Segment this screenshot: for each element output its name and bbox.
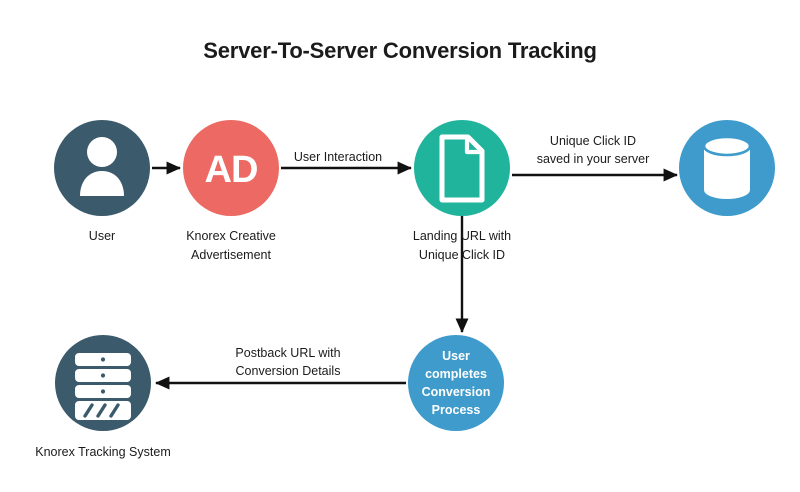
node-ad-circle[interactable] — [183, 120, 279, 216]
node-conversion-circle[interactable] — [408, 335, 504, 431]
page-title: Server-To-Server Conversion Tracking — [203, 38, 596, 63]
node-conversion-label-line4: Process — [432, 403, 481, 417]
edge-label-unique-click-id-line1: Unique Click ID — [550, 134, 636, 148]
node-conversion-label-line2: completes — [425, 367, 487, 381]
edge-conversion-to-tracking: Postback URL with Conversion Details — [155, 346, 406, 390]
edge-label-user-interaction: User Interaction — [294, 150, 382, 164]
person-icon — [80, 137, 124, 196]
edge-label-postback-line2: Conversion Details — [236, 364, 341, 378]
node-user[interactable]: User — [54, 120, 150, 243]
server-rack-icon — [75, 353, 131, 420]
edge-ad-to-landing: User Interaction — [281, 150, 412, 175]
node-ad-label-line2: Advertisement — [191, 248, 271, 262]
node-user-completes-conversion[interactable]: User completes Conversion Process — [408, 335, 504, 431]
node-landing-url-circle[interactable] — [414, 120, 510, 216]
node-conversion-label-line1: User — [442, 349, 470, 363]
node-ad[interactable]: AD Knorex Creative Advertisement — [183, 120, 279, 262]
edge-label-unique-click-id-line2: saved in your server — [537, 152, 650, 166]
ad-badge-icon: AD — [205, 149, 258, 191]
database-icon — [702, 135, 752, 199]
node-user-circle[interactable] — [54, 120, 150, 216]
document-icon — [439, 134, 485, 203]
edge-landing-to-server: Unique Click ID saved in your server — [512, 134, 678, 182]
edge-label-postback-line1: Postback URL with — [235, 346, 340, 360]
node-landing-url-label-line1: Landing URL with — [413, 229, 511, 243]
node-landing-url-label-line2: Unique Click ID — [419, 248, 505, 262]
node-user-label: User — [89, 229, 115, 243]
node-landing-url[interactable]: Landing URL with Unique Click ID — [413, 120, 511, 262]
node-tracking-system[interactable]: Knorex Tracking System — [35, 335, 171, 459]
node-advertiser-server[interactable] — [679, 120, 775, 216]
node-ad-label-line1: Knorex Creative — [186, 229, 276, 243]
node-tracking-system-label: Knorex Tracking System — [35, 445, 170, 459]
node-conversion-label-line3: Conversion — [422, 385, 491, 399]
